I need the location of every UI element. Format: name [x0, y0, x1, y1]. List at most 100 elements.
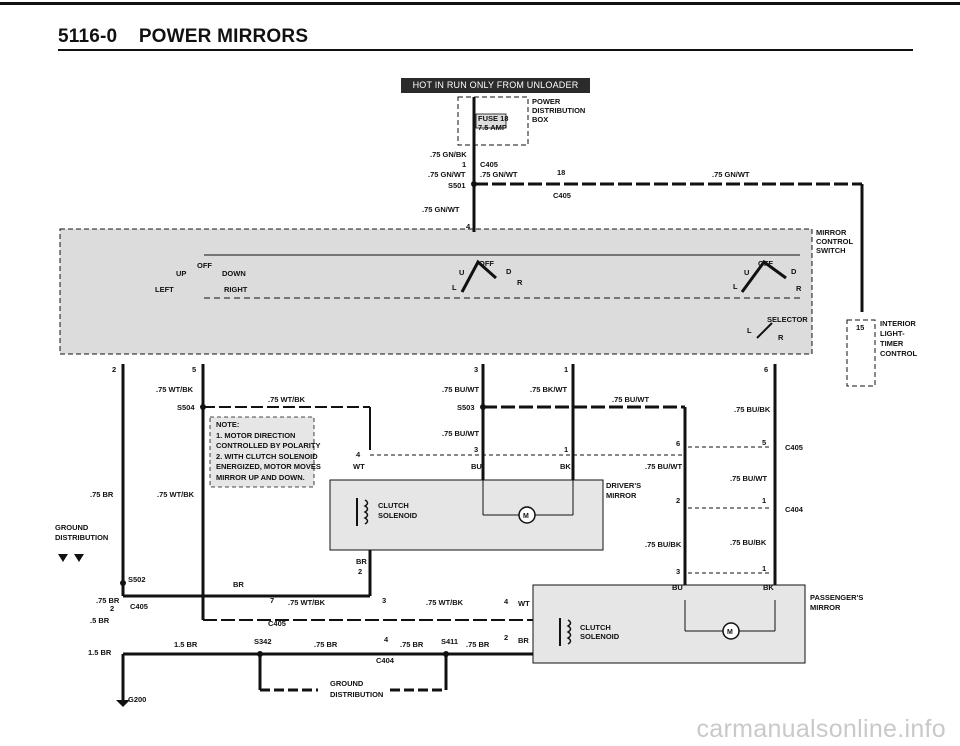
left-sw-down: DOWN	[222, 269, 246, 278]
power-source-banner: HOT IN RUN ONLY FROM UNLOADER RELAY K7	[401, 78, 590, 105]
right-sw-r: R	[796, 284, 802, 293]
splice-s502: S502	[128, 575, 146, 584]
timer-pin: 15	[856, 323, 864, 332]
ground-g200-symbol	[116, 700, 130, 707]
switch-pin-2: 2	[112, 365, 116, 374]
wire-label-buwt-l: .75 BU/WT	[645, 462, 683, 471]
switch-pin-5: 5	[192, 365, 196, 374]
page-title: POWER MIRRORS	[138, 26, 309, 47]
passengers-mirror-label-1: PASSENGER'S	[810, 593, 863, 602]
fusebox-label-1: POWER	[532, 97, 561, 106]
drivers-mirror-label-2: MIRROR	[606, 491, 637, 500]
fusebox-label-3: BOX	[532, 115, 548, 124]
selector-r: R	[778, 333, 784, 342]
fuse-amp: 7.5 AMP	[478, 123, 507, 132]
conn-c404-gnd: C404	[376, 656, 395, 665]
top-rule	[0, 2, 960, 5]
right-switch-contact	[740, 259, 787, 293]
wire-label-75br-d: .75 BR	[466, 640, 490, 649]
passengers-solenoid-coil	[566, 619, 572, 645]
drivers-wt: WT	[353, 462, 365, 471]
drivers-pin-4: 4	[356, 450, 361, 459]
timer-label-4: CONTROL	[880, 349, 917, 358]
drivers-solenoid-coil	[363, 499, 369, 525]
ground-label-2: DISTRIBUTION	[55, 533, 108, 542]
switch-label-1: MIRROR	[816, 228, 847, 237]
timer-label-2: LIGHT-	[880, 329, 905, 338]
wire-label-gnwt-4: .75 GN/WT	[422, 205, 460, 214]
left-sw-off: OFF	[197, 261, 212, 270]
wire-label-gnwt-2: .75 GN/WT	[480, 170, 518, 179]
wire-label-gnbk: .75 GN/BK	[430, 150, 467, 159]
right-sw-u: U	[744, 268, 749, 277]
switch-label-2: CONTROL	[816, 237, 853, 246]
passengers-clutch-2: SOLENOID	[580, 632, 620, 641]
wire-label-buwt-3: .75 BU/WT	[442, 385, 480, 394]
mid-sw-d: D	[506, 267, 512, 276]
note-line-5: MIRROR UP AND DOWN.	[216, 473, 305, 482]
splice-s502-dot	[120, 580, 126, 586]
wire-label-bubk-l: .75 BU/BK	[645, 540, 682, 549]
passengers-bu: BU	[672, 583, 683, 592]
pin-1-top: 1	[462, 160, 466, 169]
mid-sw-l: L	[452, 283, 457, 292]
left-sw-right: RIGHT	[224, 285, 248, 294]
switch-label-3: SWITCH	[816, 246, 846, 255]
wire-label-5br: .5 BR	[90, 616, 110, 625]
passengers-br: BR	[518, 636, 529, 645]
pin-4-gnd: 4	[384, 635, 389, 644]
drivers-pin-2: 2	[358, 567, 362, 576]
pin-7: 7	[270, 596, 274, 605]
ground-label-1: GROUND	[55, 523, 89, 532]
conn-pin-6: 6	[676, 439, 680, 448]
splice-s501: S501	[448, 181, 466, 190]
timer-label-3: TIMER	[880, 339, 904, 348]
mid-switch-contact	[460, 259, 497, 293]
wire-label-buwt-r: .75 BU/WT	[730, 474, 768, 483]
drivers-clutch-1: CLUTCH	[378, 501, 409, 510]
drivers-clutch-2: SOLENOID	[378, 511, 418, 520]
pin-2-gnd: 2	[110, 604, 114, 613]
pin-4-top: 4	[466, 222, 471, 231]
passengers-pin-3: 3	[676, 567, 680, 576]
section-code: 5116-0	[58, 26, 118, 47]
conn-pin-2b: 2	[676, 496, 680, 505]
selector-label: SELECTOR	[767, 315, 808, 324]
ground-dist-label-2: DISTRIBUTION	[330, 690, 383, 699]
splice-s503: S503	[457, 403, 475, 412]
note-line-4: ENERGIZED, MOTOR MOVES	[216, 462, 321, 471]
wire-label-wtbk-5: .75 WT/BK	[156, 385, 194, 394]
splice-s411: S411	[441, 637, 458, 646]
wire-label-gnwt-1: .75 GN/WT	[428, 170, 466, 179]
mid-sw-u: U	[459, 268, 464, 277]
wire-label-br: .75 BR	[90, 490, 114, 499]
mirror-control-switch-box	[59, 228, 813, 355]
mid-sw-off: OFF	[479, 259, 494, 268]
conn-pin-5: 5	[762, 438, 766, 447]
passengers-bk: BK	[763, 583, 774, 592]
ground-symbol-1	[58, 554, 68, 562]
wire-label-75br-c: .75 BR	[400, 640, 424, 649]
conn-c404-right: C404	[785, 505, 804, 514]
fusebox-label-2: DISTRIBUTION	[532, 106, 585, 115]
passengers-mirror-box	[532, 584, 806, 664]
drivers-bu: BU	[471, 462, 482, 471]
watermark: carmanualsonline.info	[696, 715, 946, 743]
wire-label-wtbk-2: .75 WT/BK	[157, 490, 195, 499]
switch-pin-3: 3	[474, 365, 478, 374]
conn-c405-gnd: C405	[130, 602, 148, 611]
wire-label-br-bottom: BR	[233, 580, 244, 589]
fuse-box	[457, 96, 529, 146]
wire-label-wtbk: .75 WT/BK	[268, 395, 306, 404]
ground-symbol-2	[74, 554, 84, 562]
splice-s342: S342	[254, 637, 272, 646]
switch-pin-1: 1	[564, 365, 568, 374]
header-rule	[58, 49, 913, 51]
passengers-pin-4: 4	[504, 597, 509, 606]
note-line-2: CONTROLLED BY POLARITY	[216, 441, 320, 450]
passengers-pin-1: 1	[762, 564, 766, 573]
passengers-clutch-1: CLUTCH	[580, 623, 611, 632]
wire-label-wtbk-bottom-2: .75 WT/BK	[426, 598, 464, 607]
note-title: NOTE:	[216, 420, 239, 429]
